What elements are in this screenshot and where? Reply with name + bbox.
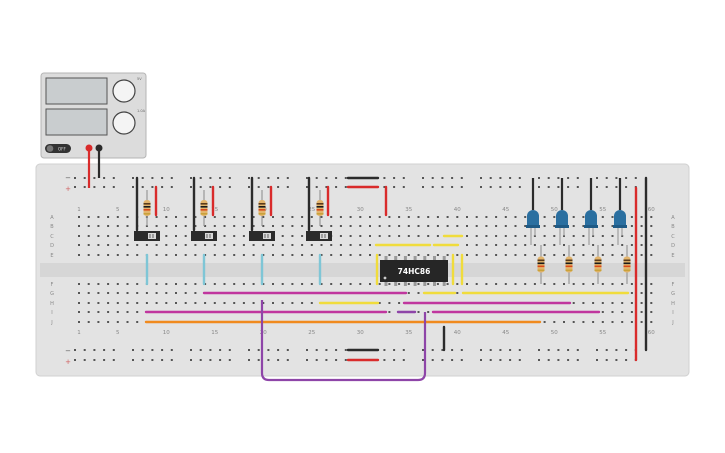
column-label: 30 bbox=[357, 207, 364, 213]
led-blue[interactable] bbox=[613, 178, 627, 245]
column-label: 60 bbox=[648, 330, 655, 336]
current-display bbox=[45, 108, 108, 136]
chip-pin bbox=[413, 256, 417, 261]
slide-switch[interactable] bbox=[191, 231, 217, 241]
slide-switch[interactable] bbox=[134, 231, 160, 241]
row-label: A bbox=[50, 215, 54, 221]
chip-pin bbox=[384, 281, 388, 286]
column-label: 60 bbox=[648, 207, 655, 213]
column-label: 10 bbox=[163, 330, 170, 336]
chip-pin bbox=[433, 281, 436, 286]
column-label: 45 bbox=[502, 330, 509, 336]
led-resistor[interactable] bbox=[565, 245, 573, 284]
column-label: 5 bbox=[116, 330, 120, 336]
column-label: 40 bbox=[454, 330, 461, 336]
column-label: 15 bbox=[211, 207, 218, 213]
row-label: C bbox=[671, 234, 675, 240]
chip-pin bbox=[394, 281, 398, 286]
chip-pin bbox=[394, 256, 398, 261]
led-blue[interactable] bbox=[584, 178, 598, 245]
column-label: 55 bbox=[599, 330, 606, 336]
row-label: D bbox=[671, 243, 675, 249]
row-label: I bbox=[51, 310, 52, 316]
chip-pin bbox=[403, 281, 407, 286]
rail-sign: − bbox=[65, 347, 71, 355]
chip-pin bbox=[413, 281, 417, 286]
rail-sign: − bbox=[65, 174, 71, 182]
chip-label: 74HC86 bbox=[398, 267, 431, 276]
chip-pin bbox=[384, 256, 388, 261]
pullup-resistor[interactable] bbox=[143, 190, 151, 226]
column-label: 5 bbox=[116, 207, 120, 213]
led-blue[interactable] bbox=[555, 178, 569, 245]
row-label: A bbox=[671, 215, 675, 221]
center-channel bbox=[40, 263, 685, 277]
led-resistor[interactable] bbox=[537, 245, 545, 284]
column-label: 35 bbox=[405, 207, 412, 213]
column-label: 50 bbox=[551, 207, 558, 213]
pin1-marker bbox=[383, 276, 387, 280]
chip-pin bbox=[423, 281, 427, 286]
row-label: B bbox=[671, 224, 675, 230]
column-label: 15 bbox=[211, 330, 218, 336]
column-label: 50 bbox=[551, 330, 558, 336]
power-supply[interactable]: 1.0A 5V OFF bbox=[40, 72, 147, 159]
chip-pin bbox=[433, 256, 436, 261]
column-label: 1 bbox=[77, 330, 81, 336]
row-label: D bbox=[50, 243, 54, 249]
slide-switch[interactable] bbox=[249, 231, 275, 241]
voltage-knob[interactable] bbox=[112, 79, 136, 103]
pullup-resistor[interactable] bbox=[316, 190, 324, 226]
wires[interactable] bbox=[135, 176, 648, 362]
slide-switch[interactable] bbox=[306, 231, 332, 241]
column-label: 55 bbox=[599, 207, 606, 213]
row-label: J bbox=[50, 320, 52, 326]
chip-pin bbox=[442, 256, 446, 261]
row-label: G bbox=[671, 291, 675, 297]
purple-loop-wire[interactable] bbox=[260, 300, 427, 382]
row-label: H bbox=[671, 301, 675, 307]
row-label: E bbox=[671, 253, 674, 259]
row-label: E bbox=[50, 253, 53, 259]
current-knob[interactable] bbox=[112, 111, 136, 135]
column-label: 25 bbox=[308, 330, 315, 336]
row-label: H bbox=[50, 301, 54, 307]
chip-pin bbox=[423, 256, 427, 261]
row-label: F bbox=[51, 282, 54, 288]
power-switch-label: OFF bbox=[58, 147, 66, 152]
voltage-display bbox=[45, 77, 108, 105]
pullup-resistor[interactable] bbox=[200, 190, 208, 226]
row-label: G bbox=[50, 291, 54, 297]
column-label: 25 bbox=[308, 207, 315, 213]
row-label: B bbox=[50, 224, 54, 230]
knob-label: 1.0A bbox=[137, 109, 146, 113]
row-label: J bbox=[671, 320, 673, 326]
column-label: 30 bbox=[357, 330, 364, 336]
chip-pin bbox=[442, 281, 446, 286]
ic-74hc86[interactable]: 74HC86 bbox=[380, 256, 448, 286]
rail-sign: + bbox=[65, 185, 71, 193]
row-label: F bbox=[672, 282, 675, 288]
led-blue[interactable] bbox=[526, 178, 540, 245]
led-resistor[interactable] bbox=[594, 245, 602, 284]
row-label: C bbox=[50, 234, 54, 240]
column-label: 1 bbox=[77, 207, 81, 213]
column-label: 10 bbox=[163, 207, 170, 213]
column-label: 20 bbox=[260, 330, 267, 336]
chip-pin bbox=[403, 256, 407, 261]
row-label: I bbox=[672, 310, 673, 316]
column-label: 35 bbox=[405, 330, 412, 336]
rail-sign: + bbox=[65, 358, 71, 366]
knob-label: 5V bbox=[137, 77, 142, 81]
pullup-resistor[interactable] bbox=[258, 190, 266, 226]
column-label: 45 bbox=[502, 207, 509, 213]
led-resistor[interactable] bbox=[623, 245, 631, 284]
column-label: 40 bbox=[454, 207, 461, 213]
